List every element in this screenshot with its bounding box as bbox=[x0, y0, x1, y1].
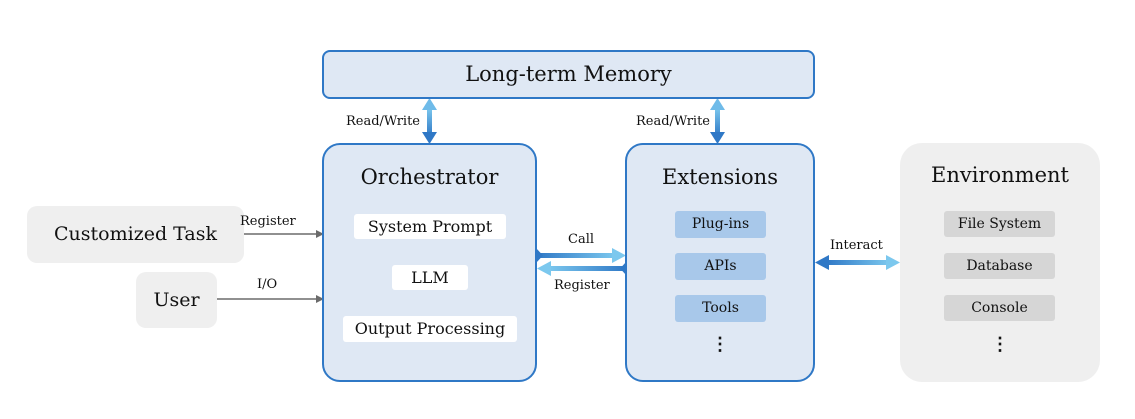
file-system-item: File System bbox=[944, 211, 1055, 237]
customized-task-label: Customized Task bbox=[54, 223, 217, 245]
read-write-label-left: Read/Write bbox=[346, 114, 421, 129]
extensions-box: Extensions bbox=[625, 143, 815, 382]
call-arrow bbox=[529, 248, 626, 263]
interact-label: Interact bbox=[830, 238, 883, 253]
user-box: User bbox=[136, 272, 217, 328]
output-processing-item: Output Processing bbox=[343, 316, 517, 342]
environment-ellipsis: ⋮ bbox=[991, 334, 1009, 355]
memory-extensions-arrow bbox=[710, 98, 725, 144]
interact-arrow bbox=[815, 255, 900, 270]
user-io-arrow bbox=[217, 295, 324, 303]
system-prompt-item: System Prompt bbox=[354, 214, 506, 239]
tools-item: Tools bbox=[675, 295, 766, 322]
llm-item: LLM bbox=[392, 265, 468, 290]
read-write-label-right: Read/Write bbox=[636, 114, 711, 129]
extensions-title: Extensions bbox=[661, 165, 778, 189]
task-register-label: Register bbox=[240, 214, 296, 229]
user-io-label: I/O bbox=[257, 277, 278, 292]
task-register-arrow bbox=[244, 230, 324, 238]
extensions-ellipsis: ⋮ bbox=[711, 334, 729, 355]
plugins-item: Plug-ins bbox=[675, 211, 766, 238]
memory-orchestrator-arrow bbox=[422, 98, 437, 144]
orchestrator-box: Orchestrator bbox=[322, 143, 537, 382]
register-arrow bbox=[537, 261, 634, 276]
apis-item: APIs bbox=[675, 253, 766, 280]
database-item: Database bbox=[944, 253, 1055, 279]
long-term-memory-box: Long-term Memory bbox=[322, 50, 815, 99]
memory-title: Long-term Memory bbox=[465, 62, 672, 86]
register-label: Register bbox=[554, 278, 610, 293]
console-item: Console bbox=[944, 295, 1055, 321]
environment-title: Environment bbox=[931, 163, 1069, 187]
customized-task-box: Customized Task bbox=[27, 206, 244, 263]
user-label: User bbox=[153, 289, 200, 311]
call-label: Call bbox=[568, 232, 595, 247]
orchestrator-title: Orchestrator bbox=[360, 165, 499, 189]
